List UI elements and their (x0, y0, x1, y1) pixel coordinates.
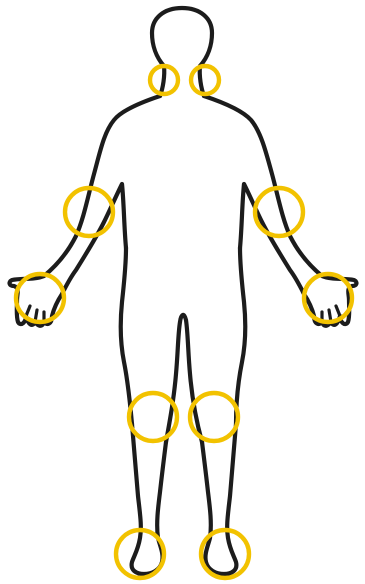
left-leg-outline (132, 424, 166, 574)
head-outline (152, 8, 212, 66)
right-ankle-marker (201, 530, 249, 578)
right-wrist-marker (304, 274, 352, 322)
left-shoulder-arm-outline (10, 96, 160, 326)
inner-legs-outline (166, 315, 202, 442)
left-wrist-marker (16, 274, 64, 322)
joint-markers (16, 66, 352, 578)
right-inner-arm-torso-outline (236, 248, 245, 424)
left-inner-arm-torso-outline (121, 248, 132, 424)
right-shoulder-arm-outline (204, 96, 356, 326)
right-leg-outline (202, 424, 236, 574)
neck-right-marker (191, 66, 219, 94)
